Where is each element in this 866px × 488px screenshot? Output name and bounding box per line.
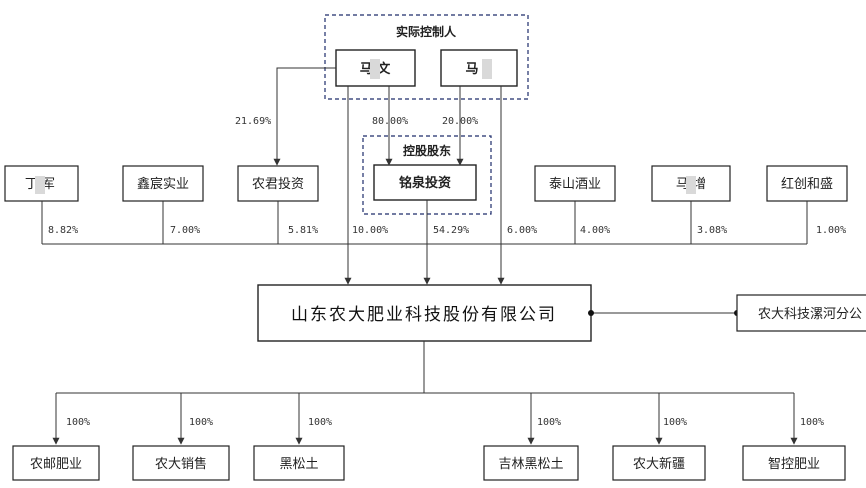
pct-subsidiary-5: 100%	[663, 417, 687, 428]
controllers-group-label: 实际控制人	[396, 24, 457, 39]
redaction-block	[35, 176, 45, 194]
pct-shareholder-2: 7.00%	[170, 225, 200, 236]
subsidiary-name-3: 黑松土	[279, 457, 318, 472]
pct-shareholder-1: 8.82%	[48, 225, 78, 236]
shareholder-box-2[interactable]	[122, 165, 204, 202]
subsidiary-name-5: 农大新疆	[633, 456, 685, 472]
pct-shareholder-6: 1.00%	[816, 225, 846, 236]
subsidiary-box-5[interactable]	[612, 445, 706, 481]
pct-shareholder-3: 5.81%	[288, 225, 318, 236]
redaction-block	[686, 176, 696, 194]
pct-subsidiary-1: 100%	[66, 417, 90, 428]
pct-c1-nongjun: 21.69%	[235, 116, 271, 127]
pct-c2-holding: 20.00%	[442, 116, 478, 127]
connector-dot	[588, 310, 594, 316]
pct-subsidiary-6: 100%	[800, 417, 824, 428]
subsidiary-name-6: 智控肥业	[768, 457, 820, 472]
shareholder-name-4: 泰山酒业	[549, 177, 601, 192]
main-company-name: 山东农大肥业科技股份有限公司	[291, 305, 557, 325]
subsidiary-name-4: 吉林黑松土	[498, 457, 563, 472]
pct-c1-holding: 80.00%	[372, 116, 408, 127]
controller-box-2[interactable]	[440, 49, 518, 87]
branch-box[interactable]	[736, 294, 866, 332]
holding-group-label: 控股股东	[403, 143, 451, 158]
redaction-block	[482, 59, 492, 79]
pct-c1-main: 10.00%	[352, 225, 388, 236]
shareholder-name-3: 农君投资	[252, 176, 304, 192]
redaction-block	[370, 59, 380, 79]
link-c1-nongjun	[273, 67, 336, 166]
controller-name-2: 马	[465, 62, 478, 77]
shareholder-name-6: 红创和盛	[781, 176, 833, 192]
pct-subsidiary-3: 100%	[308, 417, 332, 428]
main-company-box[interactable]	[257, 284, 592, 342]
subsidiary-box-6[interactable]	[742, 445, 846, 481]
pct-subsidiary-2: 100%	[189, 417, 213, 428]
branch-name: 农大科技漯河分公	[758, 307, 862, 322]
subsidiary-name-1: 农邮肥业	[30, 457, 82, 472]
subsidiary-box-3[interactable]	[253, 445, 345, 481]
pct-shareholder-5: 3.08%	[697, 225, 727, 236]
controllers-group-frame	[324, 14, 529, 100]
subsidiary-box-1[interactable]	[12, 445, 100, 481]
subsidiary-box-4[interactable]	[483, 445, 579, 481]
pct-subsidiary-4: 100%	[537, 417, 561, 428]
shareholder-box-3[interactable]	[237, 165, 319, 202]
subsidiary-name-2: 农大销售	[155, 456, 207, 472]
pct-holding-main: 54.29%	[433, 225, 469, 236]
holding-name: 铭泉投资	[399, 175, 451, 191]
subsidiary-box-2[interactable]	[132, 445, 230, 481]
pct-c2-main: 6.00%	[507, 225, 537, 236]
shareholder-name-2: 鑫宸实业	[137, 176, 189, 192]
pct-shareholder-4: 4.00%	[580, 225, 610, 236]
holding-box[interactable]	[373, 164, 477, 201]
